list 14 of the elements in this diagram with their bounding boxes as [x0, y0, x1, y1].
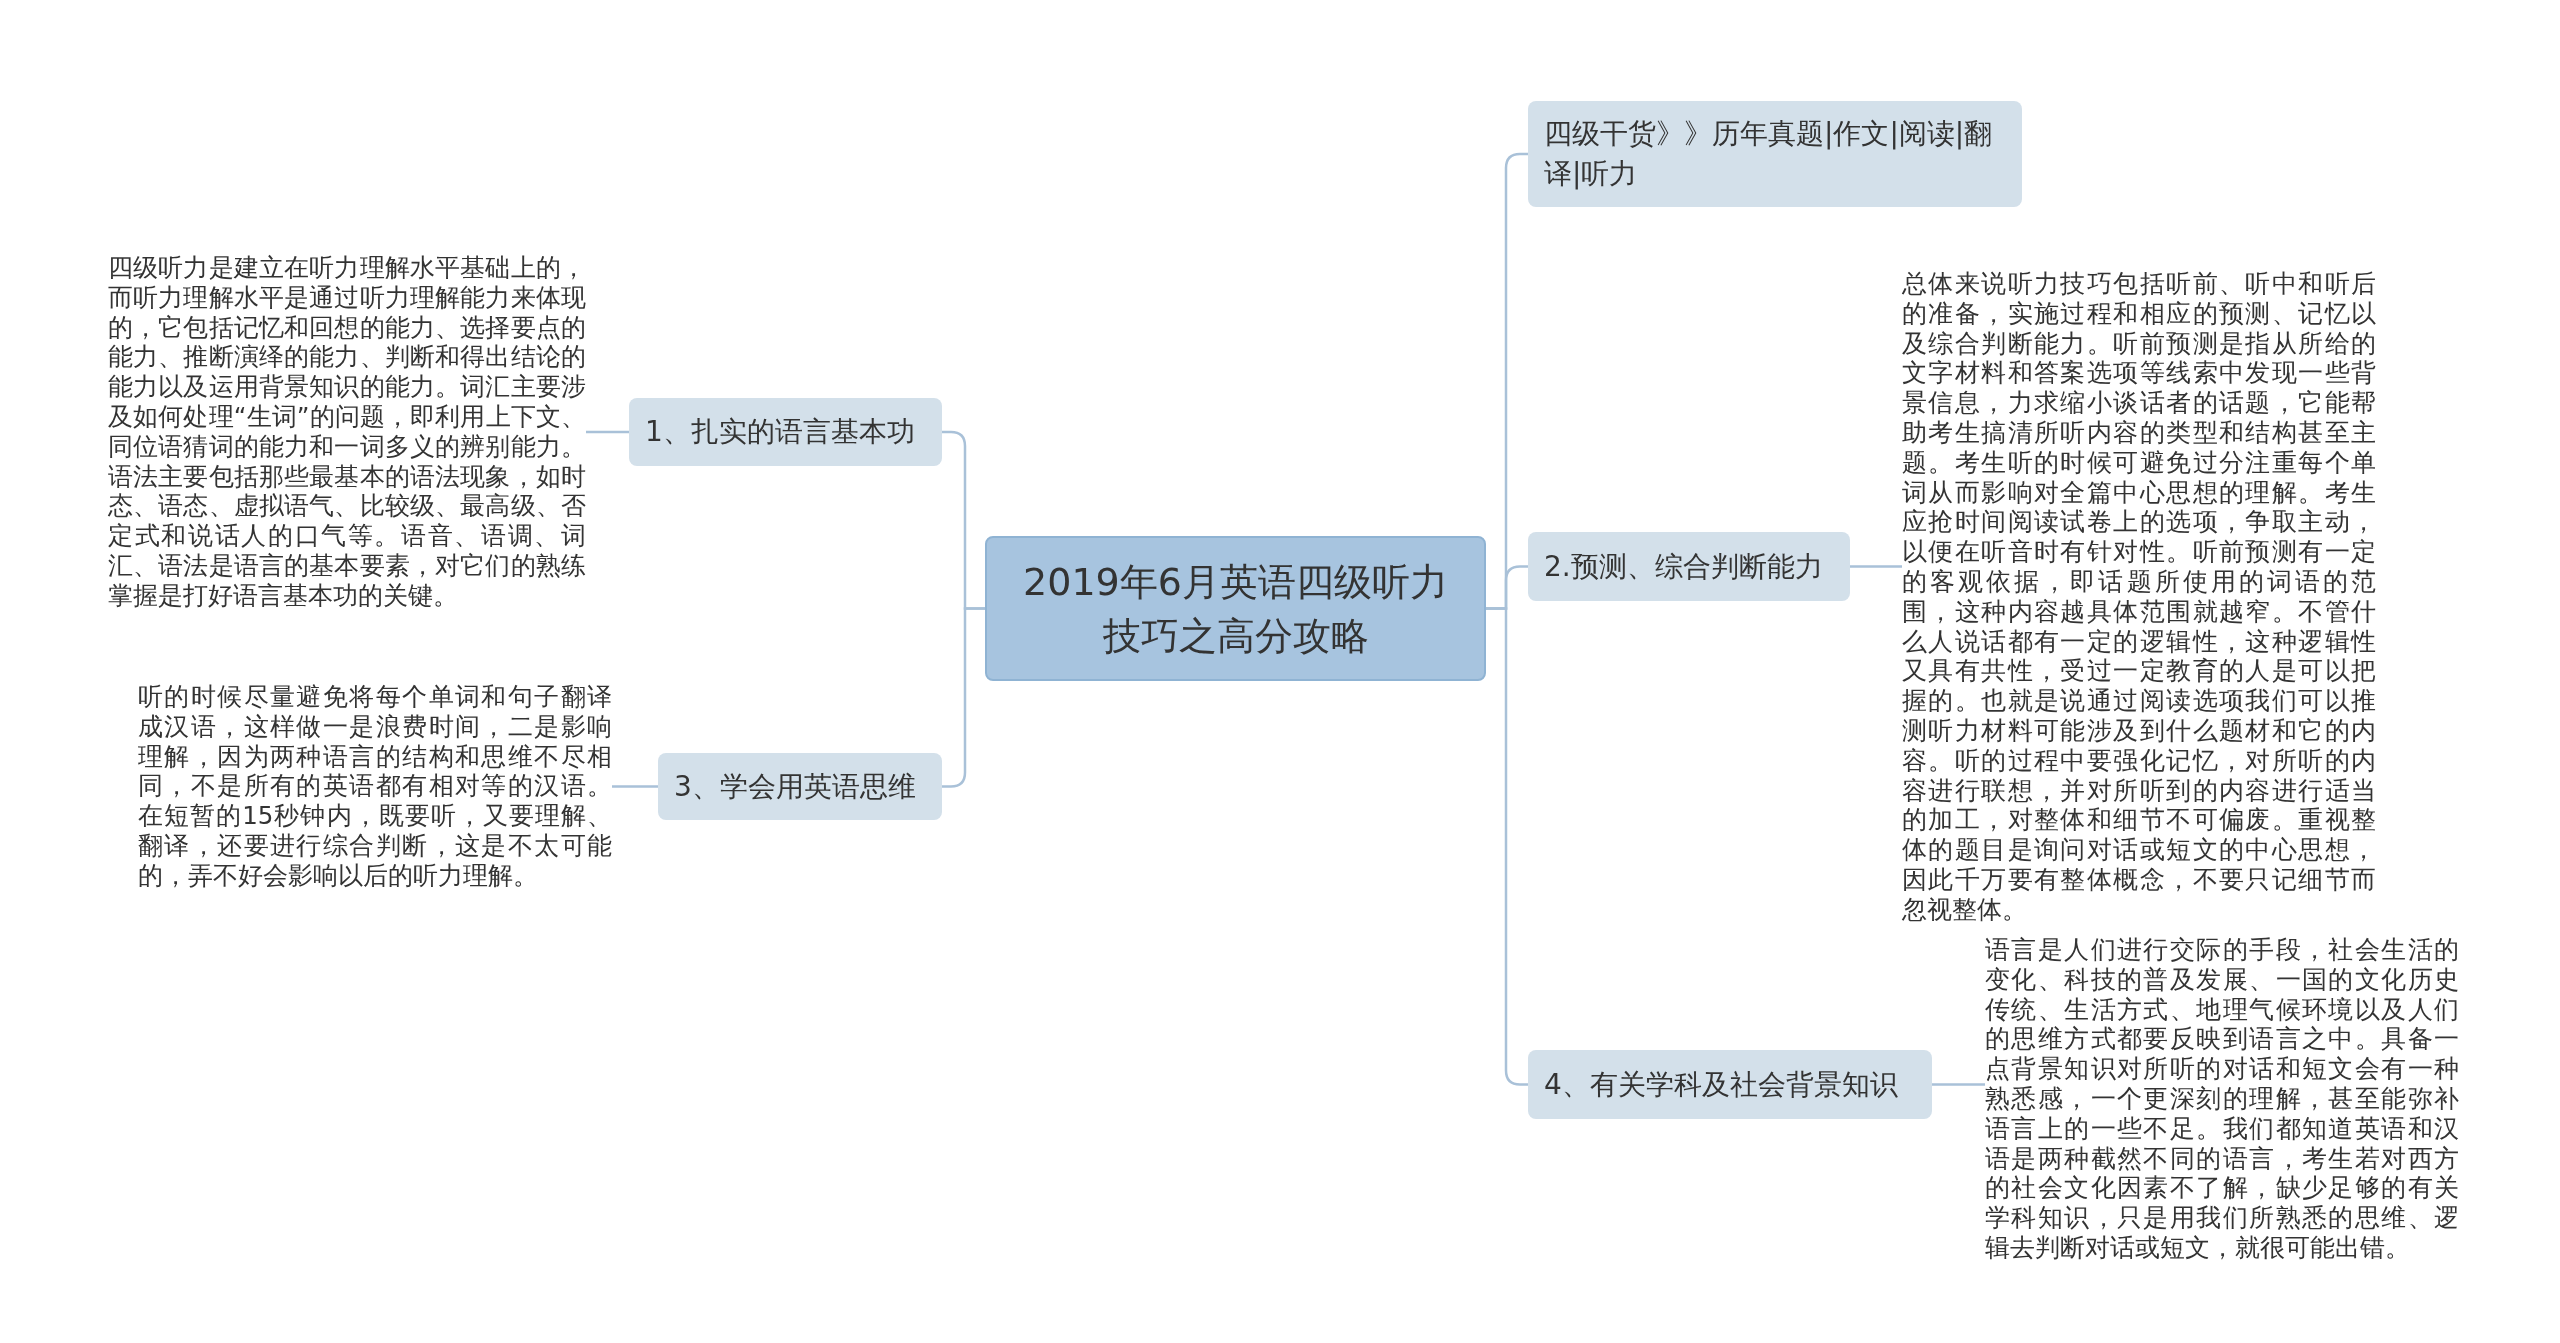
central-topic-box: 2019年6月英语四级听力技巧之高分攻略 — [985, 536, 1486, 681]
paragraph-text: 总体来说听力技巧包括听前、听中和听后的准备，实施过程和相应的预测、记忆以及综合判断能力。听前预测是指从所给的文字材料和答案选项等线索中发现一些背景信息，力求缩小谈话者的话题，它能帮助考生搞清所听内容的类型和结构甚至主题。考生听的时候可避免过分注重每个单词从而影响对全篇中心思想的理解。考生应抢时间阅读试卷上的选项，争取主动，以便在听音时有针对性。听前预测有一定的客观依据，即话题所使用的词语的范围，这种内容越具体范围就越窄。不管什么人说话都有一定的逻辑性，这种逻辑性又具有共性，受过一定教育的人是可以把握的。也就是说通过阅读选项我们可以推测听力材料可能涉及到什么题材和它的内容。听的过程中要强化记忆，对所听的内容进行联想，并对所听到的内容进行适当的加工，对整体和细节不可偏废。重视整体的题目是询问对话或短文的中心思想，因此千万要有整体概念，不要只记细节而忽视整体。 — [1902, 269, 2376, 925]
paragraph-text: 语言是人们进行交际的手段，社会生活的变化、科技的普及发展、一国的文化历史传统、生活方式、地理气候环境以及人们的思维方式都要反映到语言之中。具备一点背景知识对所听的对话和短文会有一种熟悉感，一个更深刻的理解，甚至能弥补语言上的一些不足。我们都知道英语和汉语是两种截然不同的语言，考生若对西方的社会文化因素不了解，缺少足够的有关学科知识，只是用我们所熟悉的思维、逻辑去判断对话或短文，就很可能出错。 — [1985, 935, 2459, 1263]
connector-line — [1850, 565, 1902, 568]
topic-box: 4、有关学科及社会背景知识 — [1528, 1050, 1932, 1119]
paragraph-text: 听的时候尽量避免将每个单词和句子翻译成汉语，这样做一是浪费时间，二是影响理解，因为两种语言的结构和思维不尽相同，不是所有的英语都有相对等的汉语。在短暂的15秒钟内，既要听，又要理解、翻译，还要进行综合判断，这是不太可能的，弄不好会影响以后的听力理解。 — [138, 682, 612, 894]
connector-line — [1932, 1083, 1985, 1086]
connector-line — [612, 785, 658, 788]
connector-line — [586, 430, 629, 434]
topic-box: 2.预测、综合判断能力 — [1528, 532, 1850, 601]
topic-box: 3、学会用英语思维 — [658, 753, 942, 820]
paragraph-text: 四级听力是建立在听力理解水平基础上的，而听力理解水平是通过听力理解能力来体现的，它包括记忆和回想的能力、选择要点的能力、推断演绎的能力、判断和得出结论的能力以及运用背景知识的能力。词汇主要涉及如何处理“生词”的问题，即利用上下文、同位语猜词的能力和一词多义的辨别能力。语法主要包括那些最基本的语法现象，如时态、语态、虚拟语气、比较级、最高级、否定式和说话人的口气等。语音、语调、词汇、语法是语言的基本要素，对它们的熟练掌握是打好语言基本功的关键。 — [108, 253, 586, 615]
topic-box: 四级干货》》历年真题|作文|阅读|翻译|听力 — [1528, 101, 2022, 207]
topic-box: 1、扎实的语言基本功 — [629, 398, 942, 466]
